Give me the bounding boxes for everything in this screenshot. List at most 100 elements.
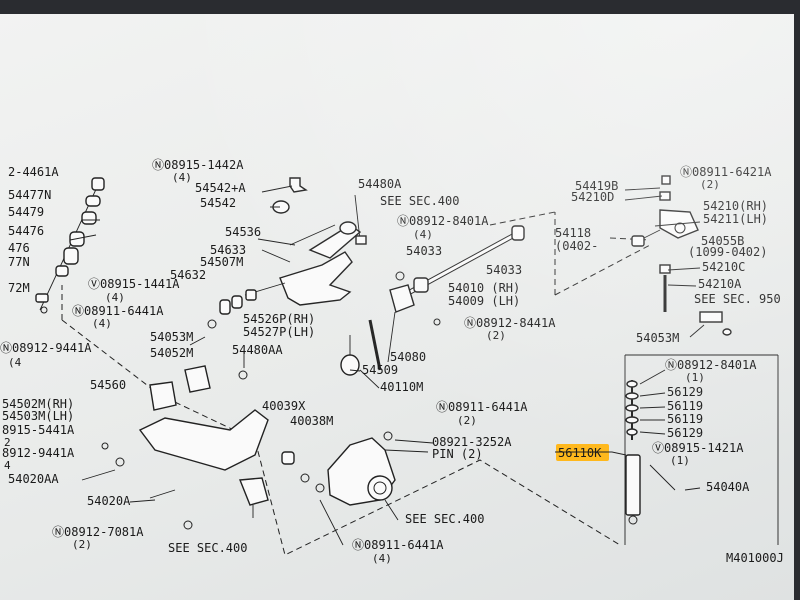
lower-control-arm: [101, 365, 269, 530]
part-label: 54502M(RH): [2, 397, 74, 411]
part-label: 56129: [667, 385, 703, 399]
part-label: 54476: [8, 224, 44, 238]
part-label: 72M: [8, 281, 30, 295]
part-label: 54479: [8, 205, 44, 219]
part-label: Ⓝ08911-6441A: [436, 400, 528, 414]
assembly-boundary-dashed: [61, 211, 651, 556]
part-label: 54507M: [200, 255, 243, 269]
upper-control-arm: [207, 177, 367, 329]
monitor-bezel-right: [794, 0, 800, 600]
part-label: SEE SEC.400: [380, 194, 459, 208]
part-label: SEE SEC.400: [168, 541, 247, 555]
part-label: 54033: [406, 244, 442, 258]
part-label: Ⓝ08912-9441A: [0, 341, 92, 355]
part-label: 2: [4, 436, 11, 449]
part-label: (1099-0402): [688, 245, 767, 259]
part-label: 54118: [555, 226, 591, 240]
part-label: Ⓝ08912-8401A: [397, 214, 489, 228]
steering-knuckle: [315, 319, 396, 506]
part-label: 54055B: [701, 234, 744, 248]
part-label: Ⓥ08915-1441A: [88, 277, 180, 291]
highlight-marker: [556, 444, 609, 461]
part-label: Ⓝ08915-1442A: [152, 158, 244, 172]
part-label: 54419B: [575, 179, 618, 193]
part-label: 56119: [667, 412, 703, 426]
part-label: 54633: [210, 243, 246, 257]
part-label: 08921-3252A: [432, 435, 512, 449]
part-label: (1): [670, 454, 690, 467]
part-label: 54503M(LH): [2, 409, 74, 423]
part-label: 54040A: [706, 480, 750, 494]
part-label: 4: [4, 459, 11, 472]
part-label: 54526P(RH): [243, 312, 315, 326]
part-label: 77N: [8, 255, 30, 269]
part-label: 54052M: [150, 346, 193, 360]
part-label: Ⓝ08912-8441A: [464, 316, 556, 330]
part-label: 54020A: [87, 494, 131, 508]
part-label: (0402-: [555, 239, 598, 253]
part-label: (2): [457, 414, 477, 427]
part-label: SEE SEC.400: [405, 512, 484, 526]
part-label: 54009 (LH): [448, 294, 520, 308]
part-label: 2-4461A: [8, 165, 59, 179]
part-label: (2): [72, 538, 92, 551]
shock-absorber-56110k: [624, 354, 779, 545]
part-label: (2): [486, 329, 506, 342]
part-label: Ⓥ08915-1421A: [652, 441, 744, 455]
part-label: 54560: [90, 378, 126, 392]
part-label: 54632: [170, 268, 206, 282]
part-label: 54480AA: [232, 343, 283, 357]
part-label: (4): [105, 291, 125, 304]
part-label: 54210A: [698, 277, 742, 291]
part-label: 40039X: [262, 399, 306, 413]
part-label: (4: [8, 356, 22, 369]
highlighted-part-label: 56110K: [558, 446, 602, 460]
part-label: 54542+A: [195, 181, 246, 195]
part-label: 54210(RH): [703, 199, 768, 213]
part-label: 54210C: [702, 260, 745, 274]
part-label: SEE SEC. 950: [694, 292, 781, 306]
part-label: 40110M: [380, 380, 423, 394]
part-label: 54053M: [636, 331, 679, 345]
part-label: (4): [372, 552, 392, 565]
part-label: Ⓝ08911-6441A: [72, 304, 164, 318]
part-label: (1): [685, 371, 705, 384]
part-label: Ⓝ08911-6421A: [680, 165, 772, 179]
monitor-bezel-top: [0, 0, 800, 14]
part-label: 54020AA: [8, 472, 59, 486]
part-label: PIN (2): [432, 447, 483, 461]
part-label: 54053M: [150, 330, 193, 344]
part-label: 8915-5441A: [2, 423, 75, 437]
part-label: (4): [172, 171, 192, 184]
part-label: 54527P(LH): [243, 325, 315, 339]
part-label: Ⓝ08911-6441A: [352, 538, 444, 552]
part-label: 8912-9441A: [2, 446, 75, 460]
part-label: 54509: [362, 363, 398, 377]
part-label: 54477N: [8, 188, 51, 202]
torsion-bar: [389, 225, 525, 326]
part-label: 54210D: [571, 190, 614, 204]
part-label: 54542: [200, 196, 236, 210]
part-label: Ⓝ08912-8401A: [665, 358, 757, 372]
part-label: M401000J: [726, 551, 784, 565]
part-label: 54480A: [358, 177, 402, 191]
part-label: 54010 (RH): [448, 281, 520, 295]
part-label: 54536: [225, 225, 261, 239]
part-label: 56129: [667, 426, 703, 440]
part-label: 476: [8, 241, 30, 255]
part-label: (4): [413, 228, 433, 241]
part-label: (4): [92, 317, 112, 330]
part-label: 40038M: [290, 414, 333, 428]
part-label: 56119: [667, 399, 703, 413]
left-bushing-stack: [35, 177, 105, 314]
part-label: Ⓝ08912-7081A: [52, 525, 144, 539]
part-label: (2): [700, 178, 720, 191]
leader-lines: [69, 185, 705, 546]
part-label: 54211(LH): [703, 212, 768, 226]
upper-link-assembly: [631, 209, 732, 336]
small-fasteners: [281, 175, 671, 483]
part-label: 54080: [390, 350, 426, 364]
